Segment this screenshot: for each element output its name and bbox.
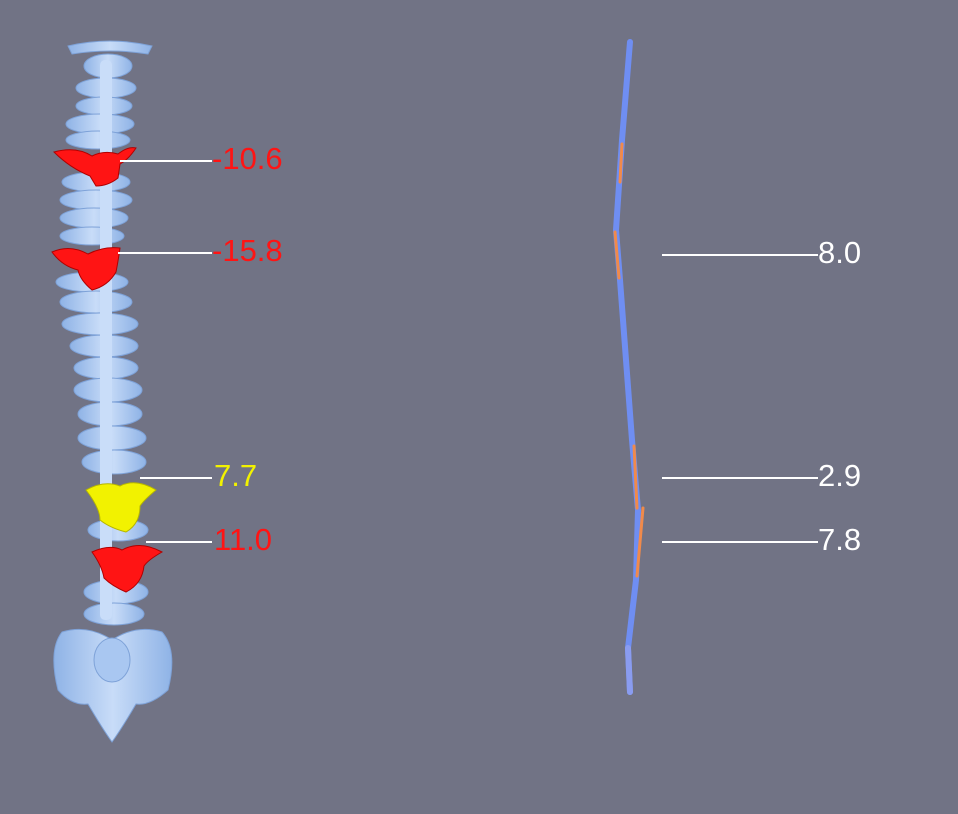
curve-segment-upper-2 <box>613 230 621 280</box>
curve-label-middle: 2.9 <box>818 458 862 493</box>
leader-line-lower-lumbar <box>146 541 212 543</box>
spinal-curve <box>612 39 645 695</box>
angle-label-mid-thoracic: -15.8 <box>212 233 283 268</box>
leader-line-upper <box>662 254 818 256</box>
vertebra-upper-lumbar-highlight <box>85 482 157 533</box>
curve-segment-upper <box>618 142 624 184</box>
vertebra-upper-thoracic-highlight <box>53 147 137 187</box>
curve-segment-middle <box>632 444 639 510</box>
curve-label-lower: 7.8 <box>818 522 862 557</box>
leader-line-upper-lumbar <box>140 477 212 479</box>
curve-segment-lower <box>635 506 645 578</box>
curve-line <box>612 39 642 695</box>
curve-label-upper: 8.0 <box>818 235 862 270</box>
curve-tail <box>625 645 633 695</box>
angle-label-lower-lumbar: 11.0 <box>214 522 273 557</box>
angle-label-upper-thoracic: -10.6 <box>212 141 283 176</box>
leader-line-mid-thoracic <box>118 252 212 254</box>
vertebra-lower-lumbar-highlight <box>91 545 164 593</box>
leader-line-lower <box>662 541 818 543</box>
leader-line-upper-thoracic <box>120 160 212 162</box>
angle-label-upper-lumbar: 7.7 <box>214 458 258 493</box>
vertebra-mid-thoracic-highlight <box>51 247 121 291</box>
leader-line-middle <box>662 477 818 479</box>
vertebral-column <box>53 40 173 743</box>
